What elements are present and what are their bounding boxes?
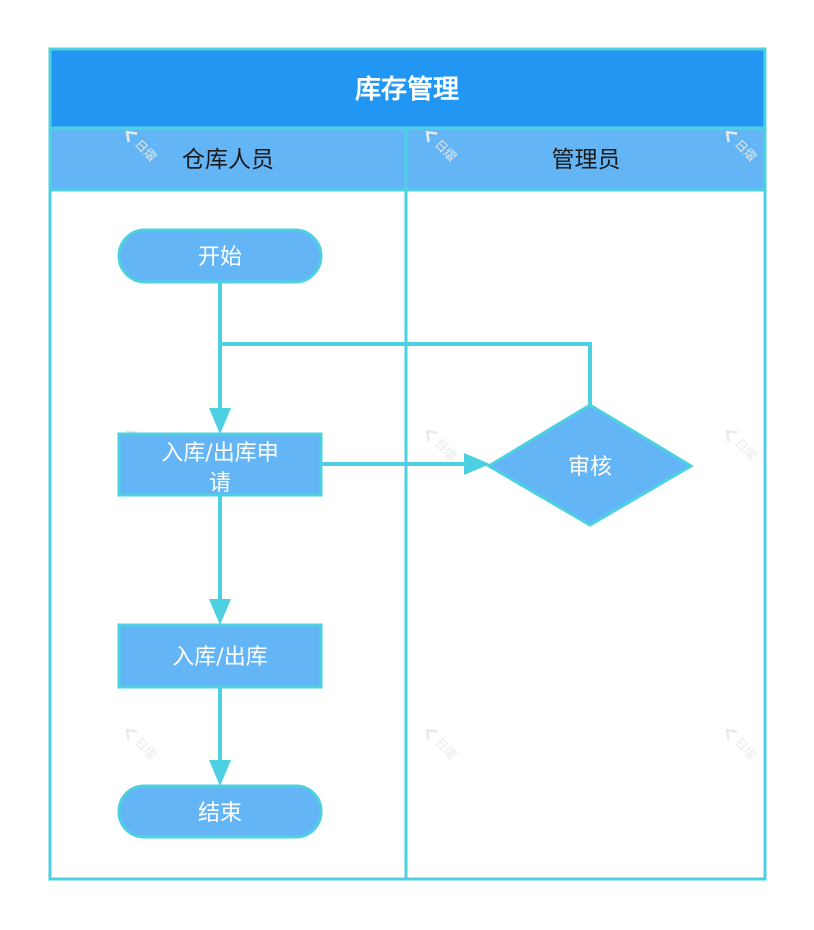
title-bar [48,47,767,130]
end-node[interactable] [117,784,323,839]
arrowhead-to-request [209,408,231,434]
lane-header-manager [404,126,767,192]
diagram-title: 库存管理 [355,75,459,105]
end-node-label: 结束 [198,801,242,826]
arrowhead-to-review [464,453,490,475]
lane-label-manager: 管理员 [552,147,621,173]
operate-node-label: 入库/出库 [172,645,267,670]
start-node[interactable] [117,228,323,284]
arrowhead-to-end [209,760,231,786]
logo-mark-icon [425,728,438,741]
start-node-label: 开始 [198,245,242,270]
operate-node[interactable] [117,623,323,689]
arrowheads [209,408,490,786]
request-node[interactable] [117,432,323,497]
logo-mark-icon [425,130,438,143]
review-node-label: 审核 [568,455,612,480]
logo-mark-icon [725,429,738,442]
logo-mark-icon [125,728,138,741]
lane-header-warehouse [48,126,408,192]
logo-mark-icon [425,429,438,442]
logo-mark-icon [725,728,738,741]
arrowhead-to-operate [209,599,231,625]
connectors [218,282,592,762]
connector-review-loop-back [220,342,592,405]
lane-label-warehouse: 仓库人员 [182,147,274,173]
logo-mark-icon [125,130,138,143]
logo-mark-icon [725,130,738,143]
request-node-label-line2: 请 [209,471,231,496]
request-node-label-line1: 入库/出库申 [161,441,278,466]
review-node[interactable] [486,403,694,527]
